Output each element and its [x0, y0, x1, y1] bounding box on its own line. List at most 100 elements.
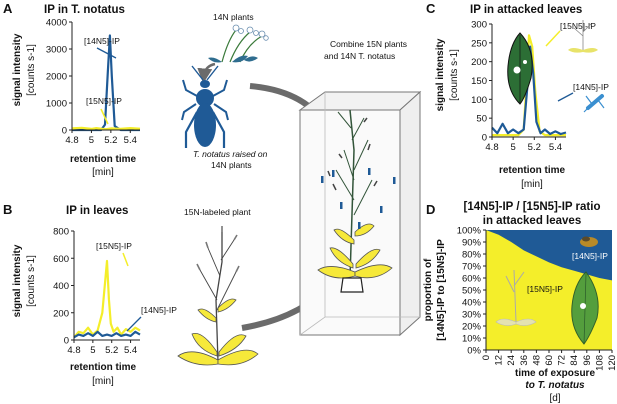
panel-a-plants-label: 14N plants [213, 12, 254, 22]
x-tick-label: 120 [607, 355, 617, 371]
y-tick-label: 800 [53, 227, 69, 238]
panel-letter-d: D [426, 202, 435, 217]
insect-icon [321, 168, 396, 229]
panel-c-15n-pointer [545, 30, 561, 47]
y-tick-label: 1000 [46, 99, 67, 110]
y-tick-label: 60% [462, 274, 482, 285]
x-tick-label: 4.8 [65, 135, 78, 146]
y-tick-label: 200 [53, 308, 69, 319]
x-tick-label: 5.2 [528, 142, 541, 153]
y-tick-label: 90% [462, 238, 482, 249]
x-tick-label: 5.2 [104, 135, 117, 146]
panel-letter-a: A [3, 1, 13, 16]
x-tick-label: 4.8 [67, 345, 80, 356]
panel-b-xunit: [min] [92, 376, 114, 387]
y-tick-label: 600 [53, 254, 69, 265]
panel-d-xunit: [d] [549, 393, 560, 404]
plant-icon [177, 226, 259, 366]
series-line-a-2 [71, 126, 141, 131]
panel-b-15n-pointer [122, 252, 129, 267]
panel-a-title: IP in T. notatus [44, 4, 125, 16]
panel-a-14n-pointer [96, 47, 117, 59]
insect-icon [181, 65, 229, 148]
panel-c-14n-label: [14N5]-IP [573, 82, 609, 92]
x-tick-label: 4.8 [485, 142, 498, 153]
y-tick-label: 40% [462, 298, 482, 309]
panel-b-plant-label: 15N-labeled plant [184, 207, 251, 217]
y-tick-label: 150 [471, 76, 487, 87]
panel-d-xlabel-1: time of exposure [515, 368, 595, 379]
panel-b-14n-pointer [126, 316, 142, 332]
y-tick-label: 100 [471, 95, 487, 106]
panel-letter-c: C [426, 1, 436, 16]
arrow-icon [197, 62, 216, 84]
panel-d-title-1: [14N5]-IP / [15N5]-IP ratio [464, 201, 601, 213]
y-tick-label: 10% [462, 334, 482, 345]
y-tick-label: 0% [467, 346, 481, 357]
panel-c-xlabel: retention time [499, 165, 566, 176]
x-tick-label: 12 [494, 355, 505, 366]
x-tick-label: 108 [594, 355, 605, 371]
series-line-c-2 [491, 45, 567, 136]
plant-icon [317, 109, 393, 293]
y-tick-label: 0 [62, 126, 67, 137]
panel-d-xlabel-2: to T. notatus [525, 380, 585, 391]
insect-caption-2: 14N plants [211, 160, 252, 170]
y-tick-label: 0 [64, 336, 69, 347]
x-tick-label: 5.4 [124, 345, 137, 356]
panel-a-xlabel: retention time [70, 154, 137, 165]
x-tick-label: 48 [531, 355, 542, 366]
y-tick-label: 200 [471, 57, 487, 68]
panel-a-yunit: [counts s-1] [26, 44, 37, 96]
panel-a-15n-pointer [100, 108, 109, 125]
x-tick-label: 72 [557, 355, 568, 366]
panel-c-14n-pointer [557, 92, 574, 102]
panel-d-title-2: in attacked leaves [483, 215, 581, 227]
panel-letter-b: B [3, 202, 12, 217]
leaf-icon [571, 271, 599, 345]
y-tick-label: 3000 [46, 45, 67, 56]
panel-d-15n-label: [15N5]-IP [527, 284, 563, 294]
panel-b-ylabel: signal intensity [12, 244, 23, 317]
y-tick-label: 100% [457, 226, 482, 237]
x-tick-label: 0 [481, 355, 492, 360]
panel-a-14n-label: [14N5]-IP [84, 36, 120, 46]
panel-c-yunit: [counts s-1] [449, 49, 460, 101]
panel-b-yunit: [counts s-1] [26, 255, 37, 307]
panel-b-14n-label: [14N5]-IP [141, 305, 177, 315]
panel-a-xunit: [min] [92, 167, 114, 178]
panel-c-ylabel: signal intensity [435, 38, 446, 111]
x-tick-label: 5.2 [105, 345, 118, 356]
x-tick-label: 24 [506, 355, 517, 366]
panel-d-14n-label: [14N5]-IP [572, 251, 608, 261]
x-tick-label: 36 [519, 355, 530, 366]
y-tick-label: 300 [471, 20, 487, 31]
x-tick-label: 5.4 [549, 142, 562, 153]
x-tick-label: 5.4 [124, 135, 137, 146]
plant-icon [208, 24, 269, 63]
series-line-c-1 [492, 34, 566, 137]
plant-icon [568, 20, 598, 53]
x-tick-label: 5 [89, 135, 94, 146]
panel-c-xunit: [min] [521, 179, 543, 190]
y-tick-label: 80% [462, 250, 482, 261]
x-tick-label: 5 [510, 142, 515, 153]
insect-icon [580, 236, 598, 247]
insect-icon [583, 94, 605, 113]
x-tick-label: 96 [582, 355, 593, 366]
panel-d-ylabel-1: proportion of [423, 258, 434, 321]
panel-a-ylabel: signal intensity [12, 33, 23, 106]
panel-c-title: IP in attacked leaves [470, 4, 582, 16]
x-tick-label: 5 [90, 345, 95, 356]
series-line-b-1 [73, 259, 141, 339]
center-line-2: and 14N T. notatus [324, 51, 395, 61]
center-line-1: Combine 15N plants [330, 39, 407, 49]
panel-b-xlabel: retention time [70, 362, 137, 373]
panel-d-ylabel-2: [14N5]-IP to [15N5]-IP [436, 239, 447, 341]
y-tick-label: 2000 [46, 72, 67, 83]
y-tick-label: 20% [462, 322, 482, 333]
